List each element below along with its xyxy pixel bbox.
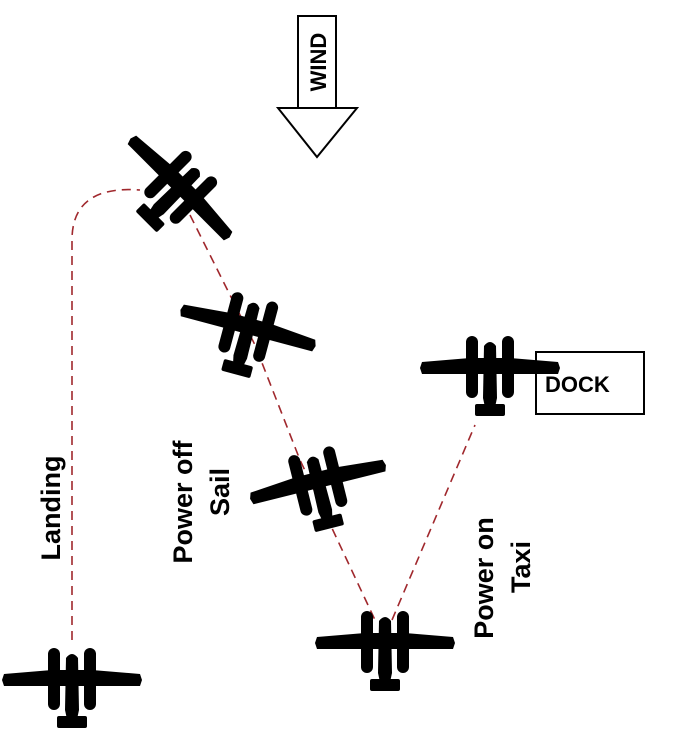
wind-arrow-icon xyxy=(275,15,360,159)
sail-label-line2: Sail xyxy=(205,468,235,516)
plane-turn-icon xyxy=(96,115,253,272)
wind-label: WIND xyxy=(306,33,331,92)
landing-path xyxy=(71,188,141,640)
sail-label-line1: Power off xyxy=(168,439,198,563)
plane-sail-2-icon xyxy=(242,434,398,546)
landing-label: Landing xyxy=(36,456,66,561)
dock-label: DOCK xyxy=(545,372,610,397)
plane-sail-1-icon xyxy=(167,278,324,393)
plane-pivot-icon xyxy=(315,611,455,691)
sail-path xyxy=(189,214,376,621)
taxi-path xyxy=(391,424,476,621)
plane-landing-icon xyxy=(2,648,142,728)
taxi-label-line2: Taxi xyxy=(506,541,536,593)
taxi-label-line1: Power on xyxy=(469,517,499,639)
